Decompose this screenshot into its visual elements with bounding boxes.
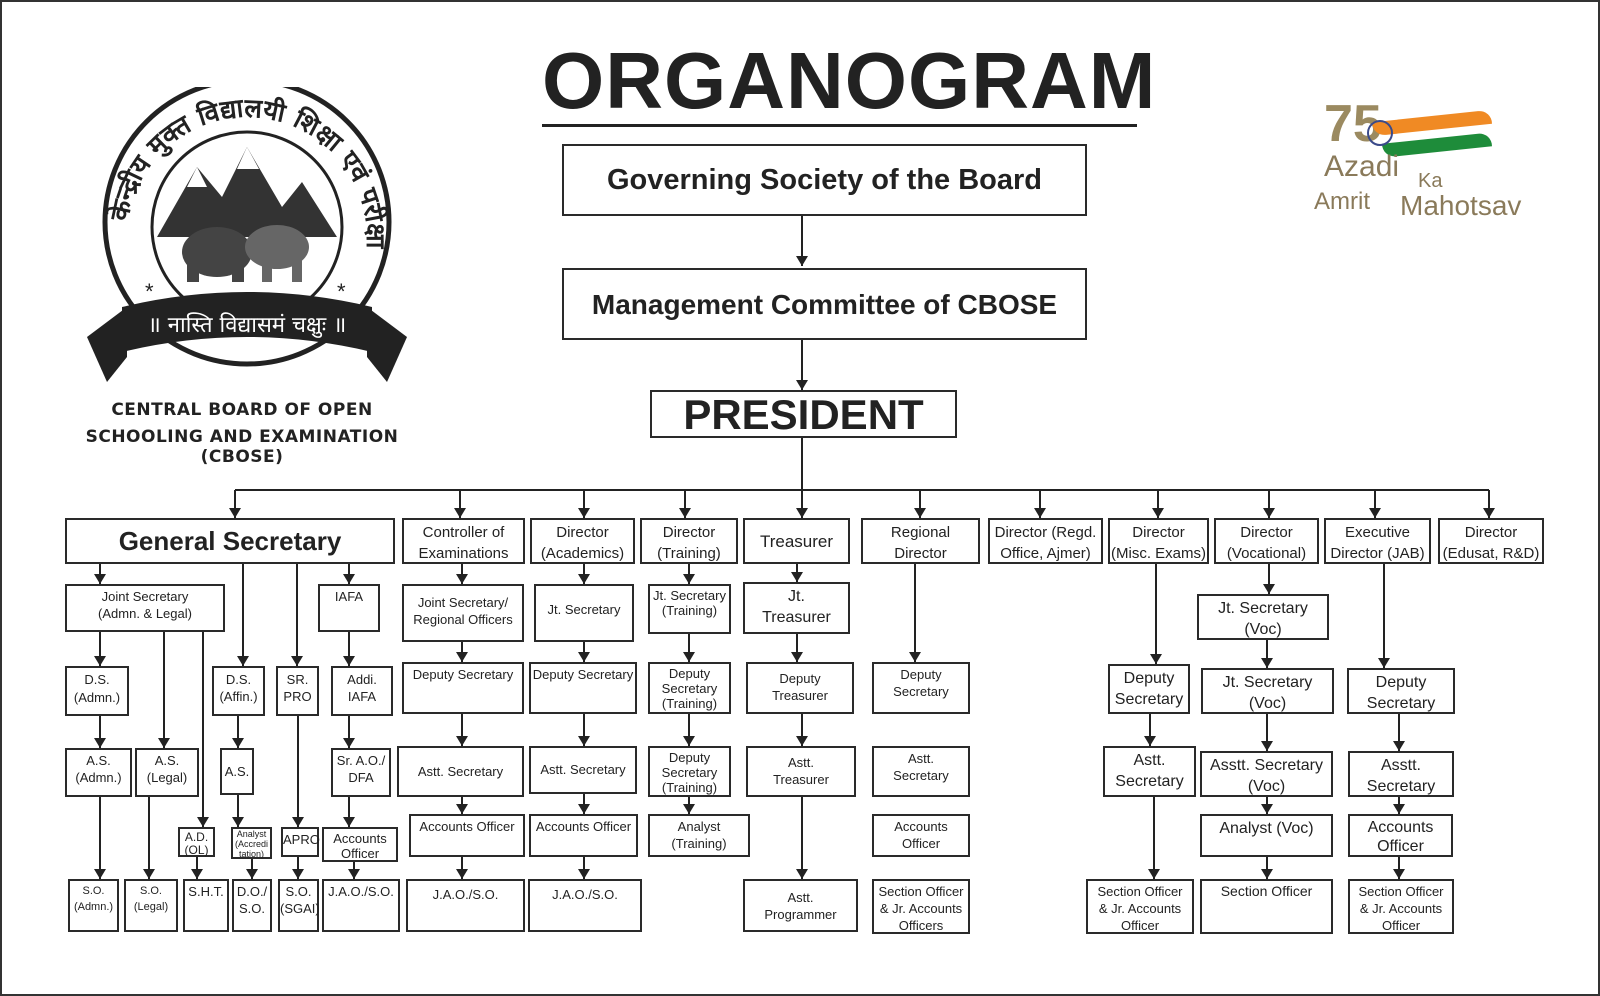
acad-accounts-officer-box: Accounts Officer [529, 814, 638, 857]
president-box: PRESIDENT [650, 390, 957, 438]
training-deputy-secretary-box-2: Deputy Secretary (Training) [648, 746, 731, 797]
voc-jt-secretary-box-2: Jt. Secretary (Voc) [1201, 668, 1334, 714]
mahotsav-word: Mahotsav [1400, 190, 1522, 221]
treasurer-box: Treasurer [743, 518, 850, 564]
management-committee-box: Management Committee of CBOSE [562, 268, 1087, 340]
as-admn-box: A.S. (Admn.) [65, 748, 132, 797]
ka-word: Ka [1418, 170, 1443, 192]
regional-deputy-secretary-box: Deputy Secretary [872, 662, 970, 714]
chakra-icon [1367, 120, 1393, 146]
sht-box: S.H.T. [183, 879, 229, 932]
so-legal-box: S.O. (Legal) [124, 879, 178, 932]
voc-section-officer-box: Section Officer [1200, 879, 1333, 934]
ds-affin-box: D.S. (Affin.) [212, 666, 265, 716]
training-deputy-secretary-box-1: Deputy Secretary (Training) [648, 662, 731, 714]
apro-box: APRO [281, 827, 320, 857]
board-name-line1: CENTRAL BOARD OF OPEN [111, 400, 373, 420]
analyst-accreditation-box: Analyst (Accredi tation) [231, 827, 272, 859]
jao-so-box: J.A.O./S.O. [322, 879, 400, 932]
astt-programmer-box: Astt. Programmer [743, 879, 858, 932]
accounts-officer-box: Accounts Officer [322, 827, 398, 862]
as-legal-box: A.S. (Legal) [135, 748, 199, 797]
governing-society-box: Governing Society of the Board [562, 144, 1087, 216]
cbose-logo: केन्द्रीय मुक्त विद्यालयी शिक्षा एवं परी… [87, 87, 407, 382]
general-secretary-box: General Secretary [65, 518, 395, 564]
sr-ao-dfa-box: Sr. A.O./ DFA [331, 748, 391, 797]
director-edusat-box: Director (Edusat, R&D) [1438, 518, 1544, 564]
training-jt-secretary-box: Jt. Secretary (Training) [648, 584, 731, 634]
executive-director-jab-box: Executive Director (JAB) [1324, 518, 1431, 564]
jab-section-officer-box: Section Officer & Jr. Accounts Officer [1348, 879, 1454, 934]
director-training-box: Director (Training) [640, 518, 738, 564]
sr-pro-box: SR. PRO [276, 666, 319, 716]
addi-iafa-box: Addi. IAFA [331, 666, 393, 716]
acad-deputy-secretary-box: Deputy Secretary [529, 662, 637, 714]
ad-ol-box: A.D. (OL) [178, 827, 215, 857]
director-vocational-box: Director (Vocational) [1214, 518, 1319, 564]
jab-asstt-secretary-box: Asstt. Secretary [1348, 751, 1454, 797]
jt-treasurer-box: Jt. Treasurer [743, 582, 850, 634]
page-title: ORGANOGRAM [542, 36, 1157, 127]
svg-text:*: * [337, 279, 346, 304]
director-misc-exams-box: Director (Misc. Exams) [1108, 518, 1209, 564]
astt-treasurer-box: Astt. Treasurer [746, 746, 856, 797]
training-analyst-box: Analyst (Training) [648, 814, 750, 857]
azadi-ka-amrit-mahotsav-logo: 75 Azadi Ka Amrit Mahotsav [1312, 94, 1542, 224]
regional-section-officer-box: Section Officer & Jr. Accounts Officers [872, 879, 970, 934]
as-box: A.S. [220, 748, 254, 795]
iafa-box: IAFA [318, 584, 380, 632]
acad-astt-secretary-box: Astt. Secretary [529, 746, 637, 794]
misc-astt-secretary-box: Astt. Secretary [1103, 746, 1196, 797]
regional-astt-secretary-box: Astt. Secretary [872, 746, 970, 797]
voc-analyst-box: Analyst (Voc) [1200, 814, 1333, 857]
jab-deputy-secretary-box: Deputy Secretary [1347, 668, 1455, 714]
misc-deputy-secretary-box: Deputy Secretary [1108, 664, 1190, 714]
do-so-box: D.O./ S.O. [232, 879, 272, 932]
azadi-word: Azadi [1324, 150, 1400, 183]
acad-jt-secretary-box: Jt. Secretary [534, 584, 634, 642]
coe-accounts-officer-box: Accounts Officer [409, 814, 525, 857]
regional-accounts-officer-box: Accounts Officer [872, 814, 970, 857]
logo-motto: ॥ नास्ति विद्यासमं चक्षुः ॥ [148, 312, 347, 338]
voc-asstt-secretary-box: Asstt. Secretary (Voc) [1200, 751, 1333, 797]
joint-secretary-admn-legal-box: Joint Secretary (Admn. & Legal) [65, 584, 225, 632]
director-academics-box: Director (Academics) [530, 518, 635, 564]
acad-jao-so-box: J.A.O./S.O. [528, 879, 642, 932]
svg-text:*: * [145, 279, 154, 304]
jab-accounts-officer-box: Accounts Officer [1348, 814, 1453, 857]
director-regd-office-box: Director (Regd. Office, Ajmer) [988, 518, 1103, 564]
deputy-treasurer-box: Deputy Treasurer [746, 662, 854, 714]
voc-jt-secretary-box-1: Jt. Secretary (Voc) [1197, 594, 1329, 640]
so-sgai-box: S.O. (SGAI) [278, 879, 320, 932]
coe-astt-secretary-box: Astt. Secretary [397, 746, 524, 797]
board-name-line2: SCHOOLING AND EXAMINATION (CBOSE) [85, 427, 399, 467]
regional-director-box: Regional Director [861, 518, 980, 564]
ds-admn-box: D.S. (Admn.) [65, 666, 129, 716]
coe-deputy-secretary-box: Deputy Secretary [402, 662, 524, 714]
so-admn-box: S.O. (Admn.) [68, 879, 119, 932]
coe-joint-secretary-box: Joint Secretary/ Regional Officers [402, 584, 524, 642]
amrit-word: Amrit [1314, 188, 1370, 215]
coe-jao-so-box: J.A.O./S.O. [406, 879, 525, 932]
controller-of-examinations-box: Controller of Examinations [402, 518, 525, 564]
misc-section-officer-box: Section Officer & Jr. Accounts Officer [1086, 879, 1194, 934]
